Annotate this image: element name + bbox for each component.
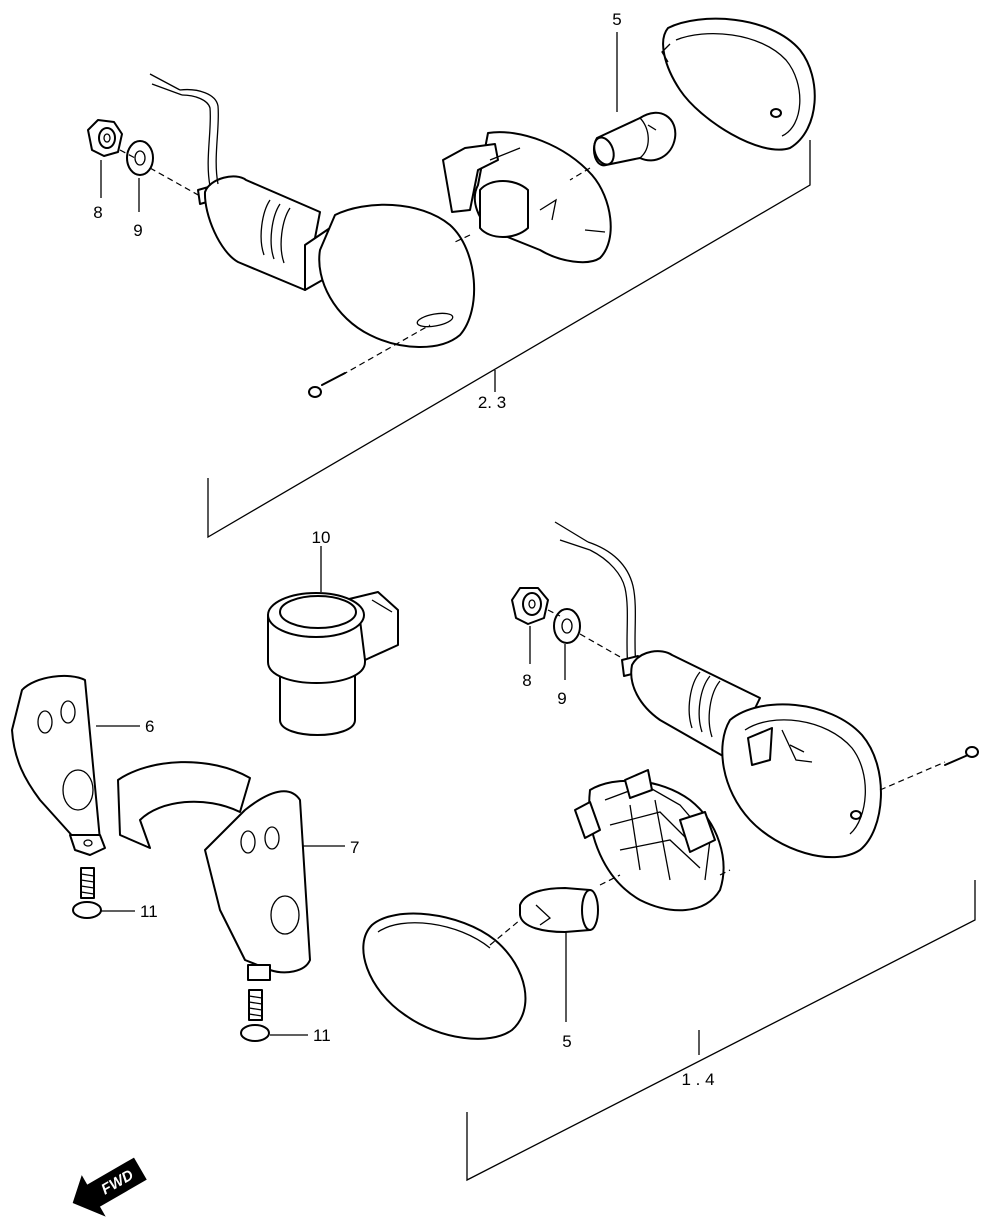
top-bulb: [593, 111, 677, 167]
callout-relay: 10: [312, 528, 331, 547]
top-washer: [126, 140, 154, 176]
bottom-turn-signal-assembly: 8 9 5 1 . 4: [362, 521, 979, 1182]
callout-right-bracket: 7: [350, 838, 359, 857]
top-nut: [87, 119, 123, 157]
bottom-screw: [944, 746, 979, 766]
left-bolt: 11: [72, 867, 158, 921]
flasher-relay: 10: [267, 528, 399, 736]
bottom-signal-body: [621, 650, 882, 859]
callout-bottom-nut: 8: [522, 671, 531, 690]
callout-bottom-bulb: 5: [562, 1032, 571, 1051]
top-signal-body: [149, 73, 476, 348]
callout-top-bulb: 5: [612, 10, 621, 29]
callout-bottom-washer: 9: [557, 689, 566, 708]
callout-bottom-assembly: 1 . 4: [681, 1070, 714, 1089]
bottom-socket: [574, 769, 725, 912]
callout-top-assembly: 2. 3: [478, 393, 506, 412]
callout-top-nut: 8: [93, 203, 102, 222]
fwd-arrow-icon: FWD: [72, 1157, 147, 1217]
bottom-lens: [362, 912, 527, 1040]
bottom-washer: [553, 608, 581, 644]
top-socket-housing: [442, 131, 612, 264]
callout-bolt-left: 11: [140, 902, 158, 921]
top-screw: [308, 372, 346, 398]
bottom-bulb: [519, 887, 599, 933]
left-bracket: 6: [11, 674, 154, 856]
right-bracket: 7: [117, 761, 359, 981]
bottom-nut: [511, 587, 549, 625]
callout-top-washer: 9: [133, 221, 142, 240]
right-bolt: 11: [240, 989, 331, 1045]
top-lens: [661, 17, 816, 151]
top-turn-signal-assembly: 5 8 9 2. 3: [87, 10, 816, 539]
callout-left-bracket: 6: [145, 717, 154, 736]
callout-bolt-right: 11: [313, 1026, 331, 1045]
